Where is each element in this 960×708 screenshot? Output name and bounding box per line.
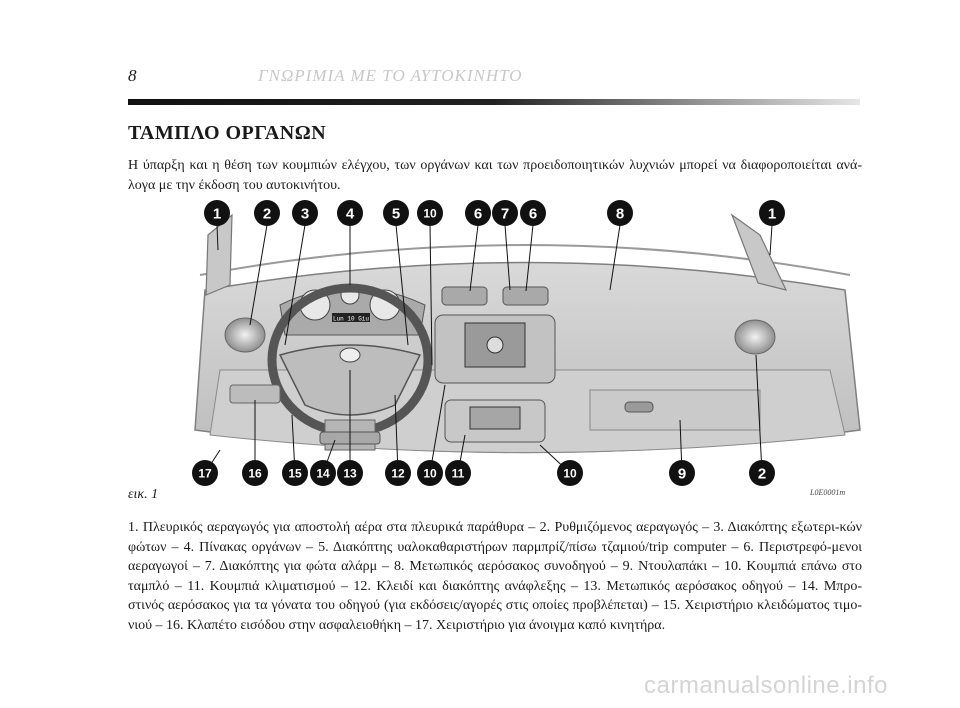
callout-17: 17 [192, 460, 218, 486]
svg-text:10: 10 [563, 467, 577, 481]
svg-text:6: 6 [474, 206, 482, 223]
svg-text:12: 12 [391, 467, 405, 481]
callout-13: 13 [337, 460, 363, 486]
svg-text:2: 2 [263, 206, 271, 223]
callout-16: 16 [242, 460, 268, 486]
callout-2: 2 [254, 200, 280, 226]
section-title: ΤΑΜΠΛΟ ΟΡΓΑΝΩΝ [128, 122, 327, 144]
glove-box [589, 389, 761, 431]
figure-caption: εικ. 1 [128, 487, 159, 502]
callout-10-bottom-right: 10 [557, 460, 583, 486]
svg-text:8: 8 [616, 206, 624, 223]
callout-15: 15 [282, 460, 308, 486]
svg-text:6: 6 [529, 206, 537, 223]
running-header: ΓΝΩΡΙΜΙΑ ΜΕ ΤΟ ΑΥΤΟΚΙΝΗΤΟ [258, 66, 523, 85]
svg-text:3: 3 [301, 206, 309, 223]
callout-9: 9 [669, 460, 695, 486]
left-round-vent [224, 317, 266, 353]
svg-text:2: 2 [758, 466, 766, 483]
callout-1-right: 1 [759, 200, 785, 226]
svg-text:5: 5 [392, 206, 400, 223]
figure-code: L0E0001m [810, 488, 846, 497]
callout-6-right: 6 [520, 200, 546, 226]
svg-text:17: 17 [198, 467, 212, 481]
svg-text:4: 4 [346, 206, 355, 223]
svg-text:15: 15 [288, 467, 302, 481]
left-side-vent [205, 213, 233, 296]
callout-1-left: 1 [204, 200, 230, 226]
header-rule [128, 99, 860, 105]
callout-3: 3 [292, 200, 318, 226]
callout-14: 14 [310, 460, 336, 486]
callout-10-bottom-left: 10 [417, 460, 443, 486]
svg-text:10: 10 [423, 467, 437, 481]
svg-text:11: 11 [452, 467, 465, 481]
svg-text:9: 9 [678, 466, 686, 483]
svg-text:14: 14 [316, 467, 330, 481]
callout-10-top: 10 [417, 200, 443, 226]
svg-text:10: 10 [423, 207, 437, 221]
callout-7: 7 [492, 200, 518, 226]
svg-text:1: 1 [213, 206, 221, 223]
callout-2-bottom: 2 [749, 460, 775, 486]
right-side-vent [730, 213, 788, 291]
display-date: Lun 10 Giu [333, 316, 369, 323]
dashboard-illustration: Lun 10 Giu [192, 200, 861, 486]
callout-4: 4 [337, 200, 363, 226]
svg-text:16: 16 [248, 467, 262, 481]
svg-text:7: 7 [501, 206, 509, 223]
figure-legend: 1. Πλευρικός αεραγωγός για αποστολή αέρα… [128, 520, 862, 633]
intro-paragraph: Η ύπαρξη και η θέση των κουμπιών ελέγχου… [128, 158, 862, 193]
page-number: 8 [128, 66, 137, 85]
watermark: carmanualsonline.info [644, 672, 888, 699]
svg-text:13: 13 [343, 467, 357, 481]
callout-12: 12 [385, 460, 411, 486]
svg-text:1: 1 [768, 206, 776, 223]
right-round-vent [734, 319, 776, 355]
callout-11: 11 [445, 460, 471, 486]
callout-8: 8 [607, 200, 633, 226]
callout-6-left: 6 [465, 200, 491, 226]
callout-5: 5 [383, 200, 409, 226]
